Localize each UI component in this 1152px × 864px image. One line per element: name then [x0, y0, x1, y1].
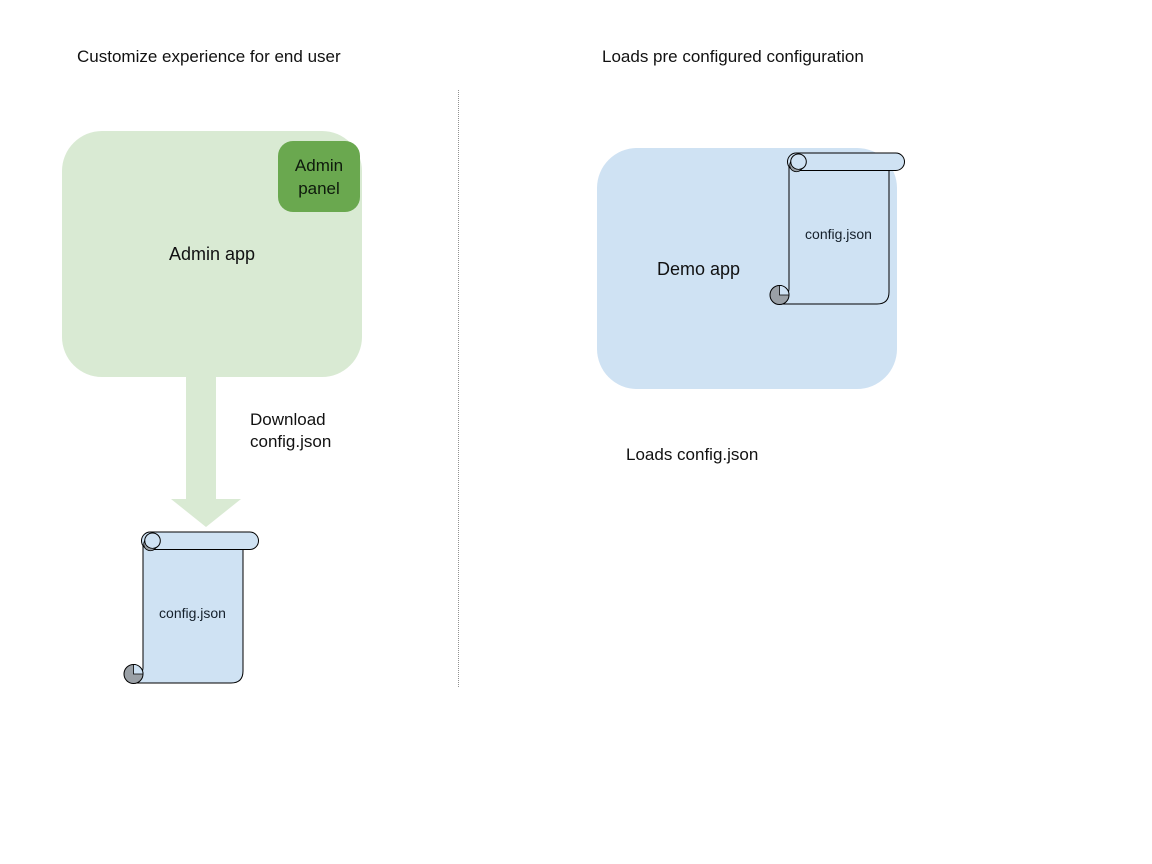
config-json-label-right: config.json: [805, 226, 872, 242]
section-divider-line: [458, 90, 459, 687]
config-json-scroll-right: config.json: [769, 152, 905, 305]
right-section-title: Loads pre configured configuration: [602, 47, 864, 66]
scroll-top-roll: [141, 531, 259, 550]
admin-panel-label: Admin panel: [294, 155, 344, 198]
admin-app-label: Admin app: [168, 243, 256, 264]
demo-app-label: Demo app: [657, 259, 741, 279]
scroll-top-roll: [787, 152, 905, 171]
config-json-scroll-left: config.json: [123, 531, 259, 684]
admin-panel-box: Admin panel: [278, 141, 360, 212]
download-arrow-label: Download config.json: [250, 410, 332, 451]
config-json-label-left: config.json: [159, 605, 226, 621]
loads-config-caption: Loads config.json: [626, 445, 759, 464]
admin-app-box: Admin app Admin panel: [62, 131, 362, 377]
left-section-title: Customize experience for end user: [77, 47, 341, 66]
download-arrow-icon: [171, 377, 241, 527]
